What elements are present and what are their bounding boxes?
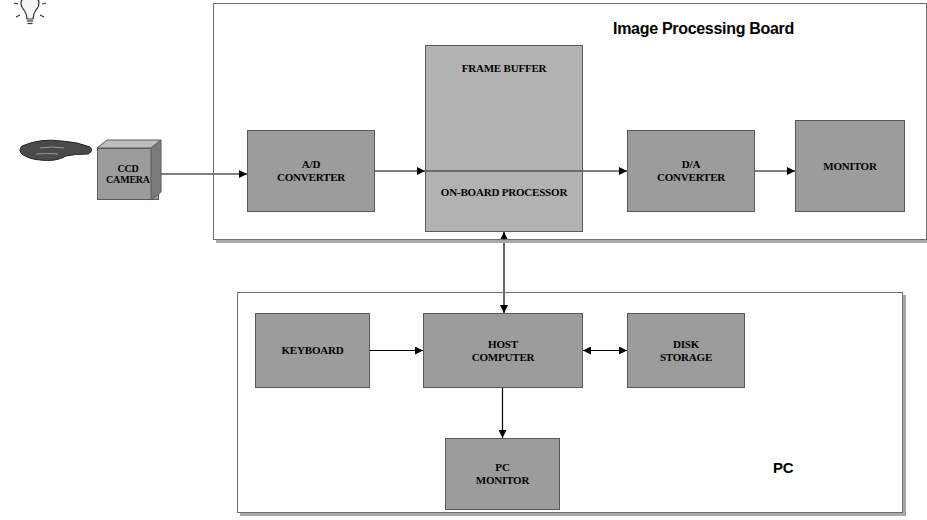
box-label: PC MONITOR — [473, 461, 533, 486]
panel-heading: Image Processing Board — [613, 20, 794, 38]
box-label: D/A CONVERTER — [651, 158, 731, 183]
connector-arrow — [502, 388, 503, 438]
connector-arrow — [583, 170, 627, 171]
data-path-line — [426, 46, 584, 233]
monitor-box: MONITOR — [795, 120, 905, 212]
connector-arrow — [370, 350, 423, 351]
box-label: A/D CONVERTER — [271, 158, 351, 183]
process-box: A/D CONVERTER — [247, 130, 375, 212]
panel-heading: PC — [773, 459, 793, 476]
box-label: DISK STORAGE — [651, 338, 721, 363]
connector-arrow — [375, 170, 425, 171]
box-label: HOST COMPUTER — [463, 338, 543, 363]
connector-arrow — [755, 170, 795, 171]
storage-box: DISK STORAGE — [627, 313, 745, 388]
pc-panel: KEYBOARD HOST COMPUTER DISK STORAGE PC MONI… — [237, 292, 903, 513]
box-label: ON-BOARD PROCESSOR — [441, 186, 567, 199]
camera-body — [98, 149, 99, 150]
connector-arrow — [583, 350, 627, 351]
box-label: CCD CAMERA — [102, 163, 154, 186]
box-label: KEYBOARD — [282, 344, 344, 357]
hand-object — [20, 140, 92, 160]
light-bulb — [14, 0, 46, 24]
box-label: FRAME BUFFER — [462, 62, 547, 75]
memory-box: FRAME BUFFER ON-BOARD PROCESSOR — [425, 45, 583, 232]
box-label: MONITOR — [823, 160, 876, 173]
input-box: KEYBOARD — [255, 313, 370, 388]
connector-arrow — [159, 173, 247, 174]
connector-arrow — [503, 232, 504, 313]
process-box: HOST COMPUTER — [423, 313, 583, 388]
monitor-box: PC MONITOR — [445, 438, 560, 510]
process-box: D/A CONVERTER — [627, 130, 755, 212]
board-panel: A/D CONVERTER FRAME BUFFER ON-BOARD PROCES… — [213, 3, 927, 240]
camera-box: CCD CAMERA — [97, 148, 159, 200]
